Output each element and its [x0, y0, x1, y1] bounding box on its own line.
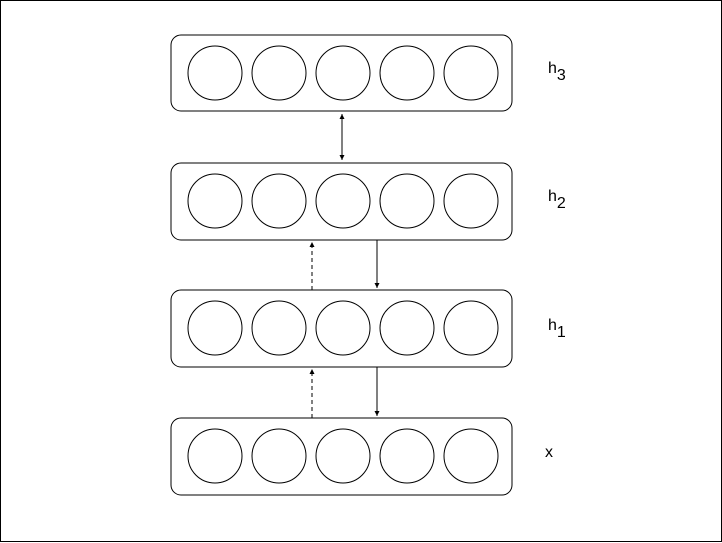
neuron-unit: [315, 45, 371, 101]
neuron-unit: [443, 173, 499, 229]
neuron-unit: [315, 428, 371, 484]
layer-h3-subscript: 3: [557, 67, 566, 84]
neuron-unit: [187, 300, 243, 356]
neuron-unit: [251, 428, 307, 484]
neuron-unit: [187, 45, 243, 101]
layer-h2-label: h2: [548, 188, 566, 212]
layer-h3-units: [187, 45, 499, 101]
layer-x-units: [187, 428, 499, 484]
connections: [309, 114, 380, 418]
layer-h1: h1: [170, 289, 566, 368]
layer-h3-box: [170, 34, 513, 112]
layer-h2-subscript: 2: [557, 195, 566, 212]
neuron-unit: [379, 300, 435, 356]
layer-h1-label: h1: [548, 317, 566, 341]
layer-h3-label: h3: [548, 60, 566, 84]
layer-x-label: x: [545, 444, 553, 461]
layer-h1-units: [187, 300, 499, 356]
layer-h2-box: [170, 162, 513, 241]
neuron-unit: [187, 428, 243, 484]
layer-h1-subscript: 1: [557, 324, 566, 341]
neuron-unit: [379, 428, 435, 484]
layer-h2-units: [187, 173, 499, 229]
neuron-unit: [187, 173, 243, 229]
neuron-unit: [251, 45, 307, 101]
neuron-unit: [251, 173, 307, 229]
neuron-unit: [315, 173, 371, 229]
layer-x-box: [170, 417, 513, 496]
layer-x: x: [170, 417, 553, 496]
neuron-unit: [379, 173, 435, 229]
layer-h3: h3: [170, 34, 566, 112]
neuron-unit: [315, 300, 371, 356]
layer-h2: h2: [170, 162, 566, 241]
neuron-unit: [443, 300, 499, 356]
neuron-unit: [379, 45, 435, 101]
layer-h1-box: [170, 289, 513, 368]
neuron-unit: [443, 428, 499, 484]
neuron-unit: [443, 45, 499, 101]
neuron-unit: [251, 300, 307, 356]
